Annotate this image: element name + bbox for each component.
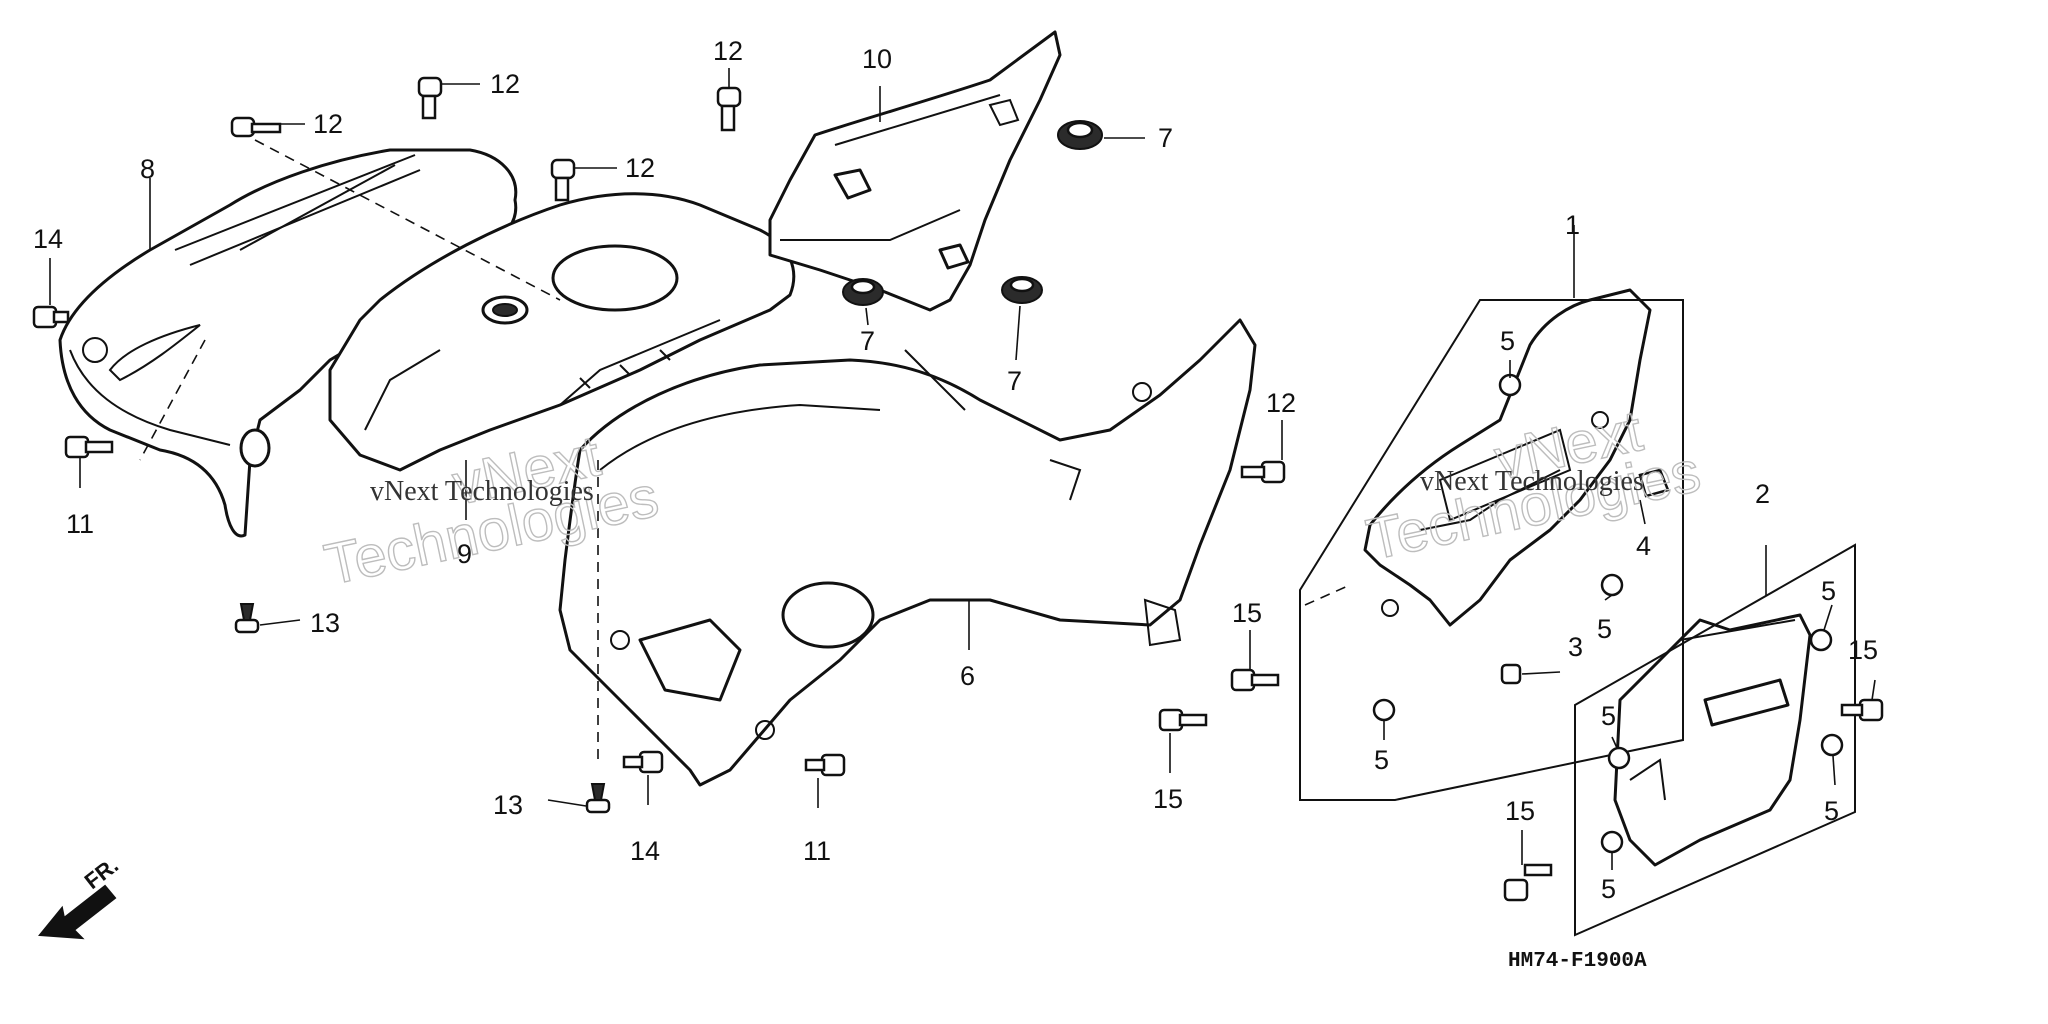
collar-icon <box>1500 663 1522 685</box>
nut-icon <box>1607 746 1631 770</box>
bolt-icon <box>32 305 70 329</box>
callout-5: 5 <box>1601 874 1616 904</box>
svg-text:vNext Technologies: vNext Technologies <box>1420 466 1644 497</box>
kit-box-part-1 <box>1299 299 1684 801</box>
clip-icon <box>230 116 282 138</box>
callout-14: 14 <box>33 224 63 254</box>
nut-icon <box>1372 698 1396 722</box>
drawing-code: HM74-F1900A <box>1508 950 1647 973</box>
callout-4: 4 <box>1636 531 1651 561</box>
svg-text:vNext Technologies: vNext Technologies <box>370 476 594 507</box>
bolt-icon <box>1240 460 1286 484</box>
grommet-icon <box>1001 276 1043 304</box>
clip-icon <box>716 86 742 132</box>
nut-icon <box>1820 733 1844 757</box>
clip-icon <box>417 76 443 120</box>
clip-icon <box>550 158 576 202</box>
callout-7: 7 <box>860 326 875 356</box>
callout-15: 15 <box>1153 784 1183 814</box>
bolt-icon <box>1840 698 1884 722</box>
callout-5: 5 <box>1500 326 1515 356</box>
front-direction-label: FR. <box>80 852 123 894</box>
bolt-icon <box>804 753 846 777</box>
bolt-icon <box>1230 668 1280 692</box>
callout-11: 11 <box>803 836 831 866</box>
screw-icon <box>585 783 611 814</box>
callout-2: 2 <box>1755 479 1770 509</box>
bolt-icon <box>622 750 664 774</box>
callout-12: 12 <box>1266 388 1296 418</box>
callout-15: 15 <box>1232 598 1262 628</box>
callout-13: 13 <box>493 790 523 820</box>
callout-5: 5 <box>1824 796 1839 826</box>
center-cover <box>328 192 796 472</box>
front-fender <box>558 318 1257 787</box>
callout-10: 10 <box>862 44 892 74</box>
leader-lines <box>49 68 1876 870</box>
callout-12: 12 <box>490 69 520 99</box>
callout-14: 14 <box>630 836 660 866</box>
grommet-icon <box>1057 120 1103 150</box>
screw-icon <box>234 603 260 634</box>
callout-12: 12 <box>713 36 743 66</box>
callout-9: 9 <box>457 539 472 569</box>
grommet-icon <box>842 278 884 306</box>
callout-12: 12 <box>313 109 343 139</box>
nut-icon <box>1600 830 1624 854</box>
nut-icon <box>1809 628 1833 652</box>
assembly-lines <box>139 139 1351 760</box>
side-cover-top <box>768 30 1062 312</box>
callout-11: 11 <box>66 509 94 539</box>
callout-12: 12 <box>625 153 655 183</box>
bolt-icon <box>1503 863 1553 902</box>
callout-13: 13 <box>310 608 340 638</box>
callout-labels: 8 14 11 12 12 12 12 10 7 7 7 12 9 13 13 … <box>33 36 1878 904</box>
callout-1: 1 <box>1565 210 1580 240</box>
callout-5: 5 <box>1597 614 1612 644</box>
callout-15: 15 <box>1848 635 1878 665</box>
callout-5: 5 <box>1601 701 1616 731</box>
front-direction-arrow: FR. <box>38 852 123 940</box>
inner-cover <box>1363 288 1670 627</box>
callout-7: 7 <box>1158 123 1173 153</box>
nut-icon <box>1600 573 1624 597</box>
bolt-icon <box>64 435 114 459</box>
kit-box-part-2 <box>1574 543 1856 937</box>
callout-6: 6 <box>960 661 975 691</box>
outer-cover <box>1613 613 1812 867</box>
callout-5: 5 <box>1374 745 1389 775</box>
callout-8: 8 <box>140 154 155 184</box>
callout-15: 15 <box>1505 796 1535 826</box>
callout-3: 3 <box>1568 632 1583 662</box>
callout-5: 5 <box>1821 576 1836 606</box>
bolt-icon <box>1158 708 1208 732</box>
callout-7: 7 <box>1007 366 1022 396</box>
